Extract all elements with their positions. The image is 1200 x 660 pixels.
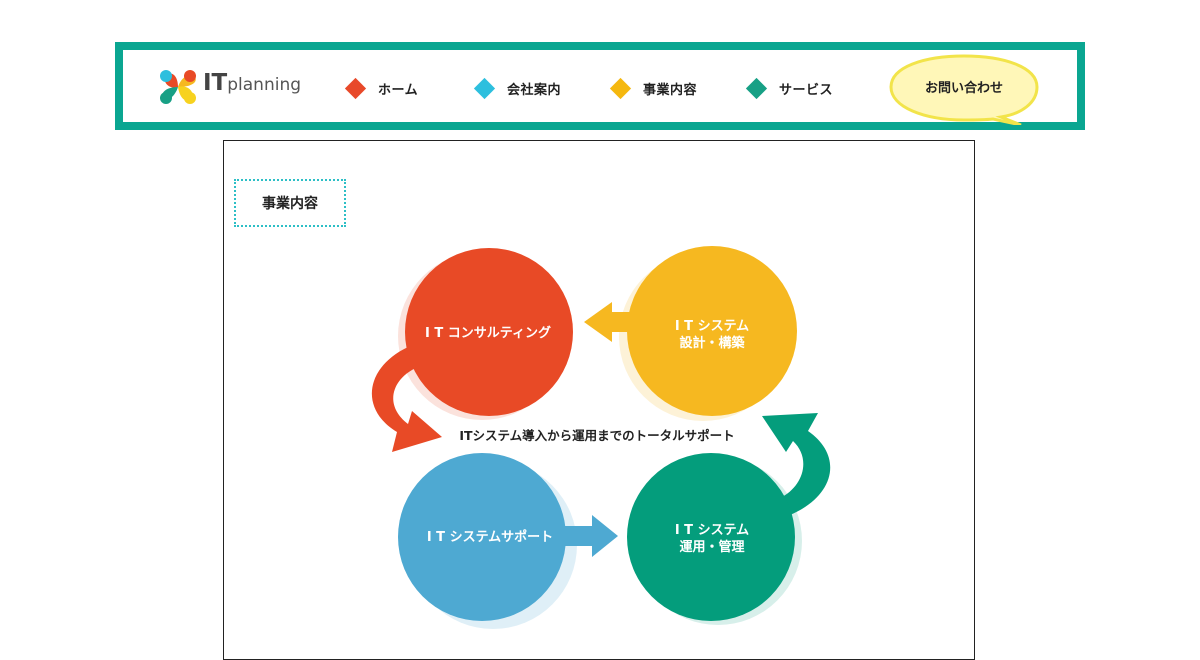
nav-service-label: サービス	[779, 82, 834, 98]
clover-logo-icon	[160, 70, 196, 104]
nav-business[interactable]: 事業内容	[609, 76, 698, 100]
content-panel	[223, 140, 975, 660]
contact-button[interactable]: お問い合わせ	[889, 53, 1039, 125]
diamond-icon	[609, 77, 632, 99]
logo-text: ITplanning	[203, 70, 301, 96]
nav-service[interactable]: サービス	[745, 76, 834, 100]
nav-business-label: 事業内容	[643, 82, 698, 98]
diamond-icon	[745, 77, 768, 99]
header-inner: ITplanning ホーム 会社案内 事業内容 サービス お問い合わせ	[123, 50, 1077, 125]
nav-home-label: ホーム	[378, 82, 419, 98]
site-header: ITplanning ホーム 会社案内 事業内容 サービス お問い合わせ	[115, 42, 1085, 130]
speech-bubble-icon	[889, 54, 1039, 125]
site-logo[interactable]: ITplanning	[159, 68, 309, 108]
section-title: 事業内容	[234, 179, 346, 227]
contact-label: お問い合わせ	[924, 80, 1003, 96]
nav-company-label: 会社案内	[507, 82, 562, 98]
logo-it: IT	[203, 70, 228, 96]
nav-home[interactable]: ホーム	[344, 76, 419, 100]
logo-planning: planning	[227, 75, 302, 95]
diamond-icon	[473, 77, 496, 99]
nav-company[interactable]: 会社案内	[473, 76, 562, 100]
diamond-icon	[344, 77, 367, 99]
